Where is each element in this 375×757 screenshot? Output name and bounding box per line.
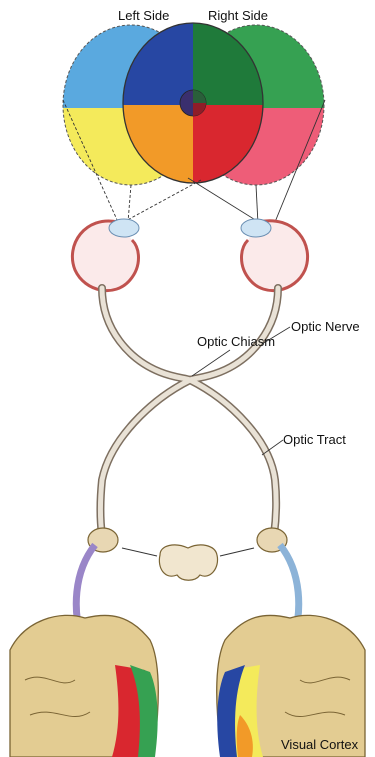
left-hemisphere [10,615,158,757]
optic-chiasm-label: Optic Chiasm [197,335,275,348]
right-eye [241,219,308,291]
optic-nerve-label: Optic Nerve [291,320,360,333]
midbrain [122,545,254,580]
left-side-label: Left Side [118,9,169,22]
visual-cortex-label: Visual Cortex [281,738,358,751]
optic-tract-label: Optic Tract [283,433,346,446]
right-hemisphere [217,615,365,757]
visual-field [60,20,335,198]
right-side-label: Right Side [208,9,268,22]
optic-pathway [101,288,279,535]
left-eye [72,219,139,291]
